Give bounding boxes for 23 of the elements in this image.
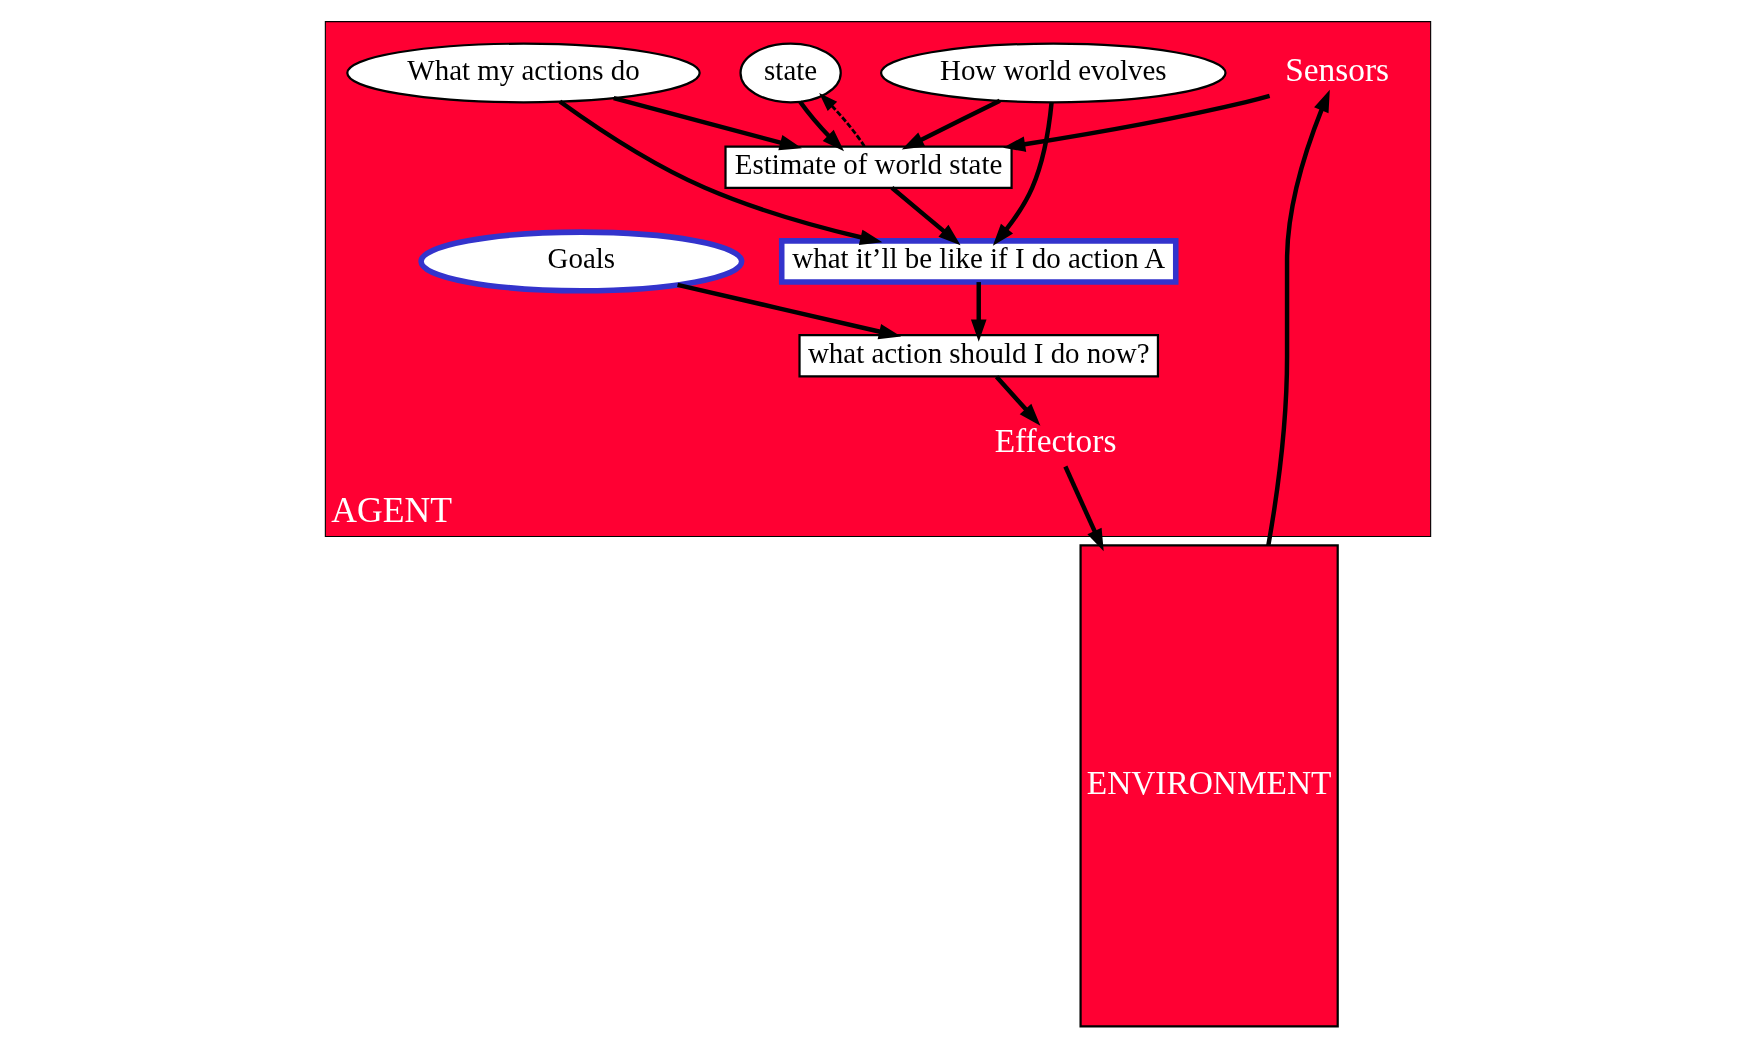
arrow xyxy=(558,99,883,245)
arrow xyxy=(613,96,802,151)
node-ellipse: How world evolves xyxy=(880,42,1227,104)
node-ellipse: Goals xyxy=(418,229,745,294)
node-text: Effectors xyxy=(994,421,1117,459)
node-box: what action should I do now? xyxy=(798,333,1160,378)
arrow xyxy=(798,100,845,152)
arrow xyxy=(1003,93,1271,152)
arrow xyxy=(901,98,1001,150)
arrow xyxy=(970,282,987,342)
node-ellipse: What my actions do xyxy=(346,42,701,104)
node-box: Estimate of world state xyxy=(724,145,1013,189)
arrow xyxy=(1063,465,1104,552)
arrow xyxy=(890,186,961,246)
arrow xyxy=(677,282,902,340)
arrow xyxy=(1266,89,1330,546)
node-text: Sensors xyxy=(1285,51,1390,89)
arrow xyxy=(819,92,866,148)
node-box: what it’ll be like if I do action A xyxy=(778,238,1179,285)
node-box: ENVIRONMENT xyxy=(1079,544,1339,1028)
arrow xyxy=(992,102,1054,246)
node-ellipse: state xyxy=(739,42,842,104)
arrow xyxy=(994,375,1041,426)
